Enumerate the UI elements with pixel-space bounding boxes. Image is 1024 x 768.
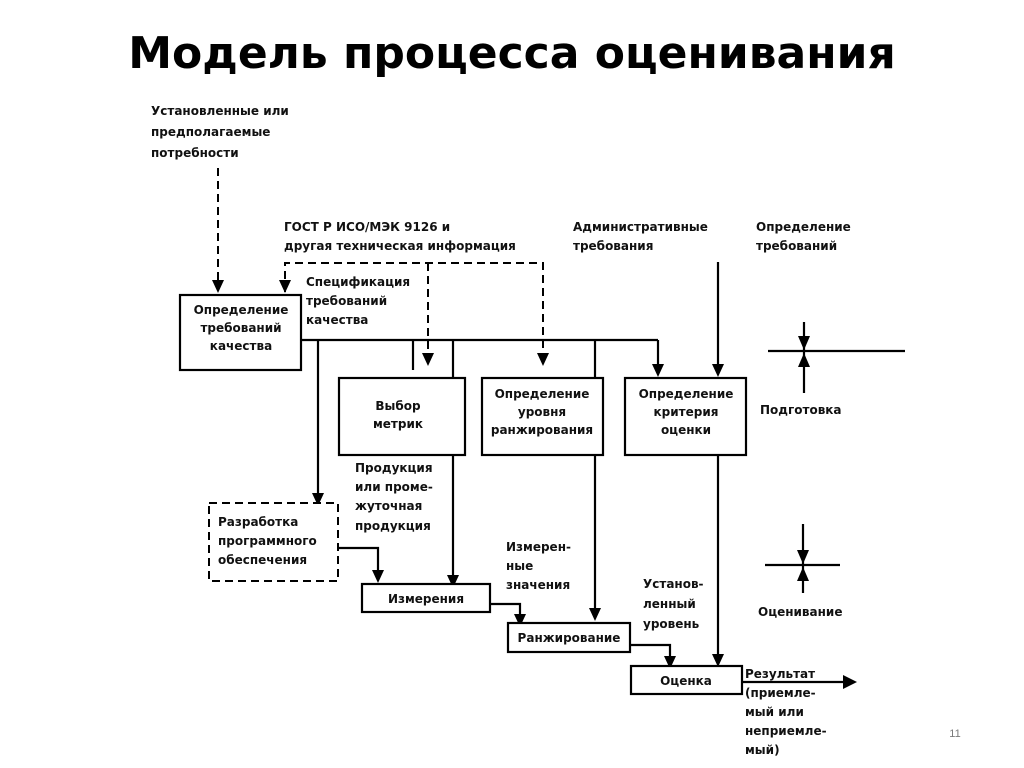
label-line: ГОСТ Р ИСО/МЭК 9126 и [284,220,450,234]
box-label-line: метрик [373,417,423,431]
box-label-line: Определение [194,303,289,317]
box-label-line: оценки [661,423,711,437]
dashed-connectors [217,168,544,358]
box-quality-requirements: Определение требований качества [178,293,303,372]
box-label-line: уровня [518,405,566,419]
label-needs: Установленные или предполагаемые потребн… [151,104,289,160]
slide-title: Модель процесса оценивания [128,28,896,79]
page-number: 11 [949,728,961,740]
box-label: Измерения [388,592,464,606]
box-measurement: Измерения [360,582,492,614]
label-line: Измерен- [506,540,571,554]
label-line: ленный [643,597,696,611]
box-label-line: Определение [639,387,734,401]
label-line: другая техническая информация [284,239,516,253]
box-label-line: Выбор [375,399,421,413]
box-label-line: ранжирования [491,423,593,437]
box-label-line: качества [210,339,272,353]
box-label-line: требований [200,321,281,335]
label-line: потребности [151,146,239,160]
label-set-level: Установ- ленный уровень [643,577,704,631]
box-software-development: Разработка программного обеспечения [208,502,339,582]
label-admin-requirements: Административные требования [573,220,708,253]
label-line: Результат [745,667,815,681]
box-label-line: Разработка [218,515,298,529]
label-line: или проме- [355,480,433,494]
label-line: неприемле- [745,724,827,738]
label-line: ные [506,559,533,573]
label-line: Установ- [643,577,704,591]
label-line: Установленные или [151,104,289,118]
label-line: Определение [756,220,851,234]
label-line: Административные [573,220,708,234]
box-evaluation-criteria: Определение критерия оценки [623,376,748,457]
label-line: (приемле- [745,686,816,700]
legend-preparation-label: Подготовка [760,403,842,417]
box-metric-selection: Выбор метрик [337,376,467,457]
label-quality-spec: Спецификация требований качества [306,275,410,327]
label-line: мый или [745,705,804,719]
label-result: Результат (приемле- мый или неприемле- м… [745,667,827,757]
label-line: предполагаемые [151,125,270,139]
label-line: качества [306,313,368,327]
box-evaluation: Оценка [629,664,744,696]
label-line: Спецификация [306,275,410,289]
box-ranking: Ранжирование [506,621,632,654]
label-line: жуточная [355,499,422,513]
label-gost: ГОСТ Р ИСО/МЭК 9126 и другая техническая… [284,220,516,253]
label-line: уровень [643,617,700,631]
legend-evaluation-label: Оценивание [758,605,842,619]
label-measured-values: Измерен- ные значения [506,540,571,592]
label-line: требования [573,239,653,253]
label-line: требований [306,294,387,308]
box-label-line: обеспечения [218,553,307,567]
label-line: Продукция [355,461,433,475]
box-label: Ранжирование [518,631,621,645]
label-line: требований [756,239,837,253]
label-line: мый) [745,743,780,757]
label-product: Продукция или проме- жуточная продукция [355,461,433,533]
label-line: значения [506,578,570,592]
box-ranking-level: Определение уровня ранжирования [480,376,605,457]
box-label-line: Определение [495,387,590,401]
box-label-line: программного [218,534,317,548]
box-label: Оценка [660,674,712,688]
arrowheads [212,280,857,689]
box-label-line: критерия [654,405,719,419]
label-line: продукция [355,519,431,533]
label-requirements-definition: Определение требований [756,220,851,253]
